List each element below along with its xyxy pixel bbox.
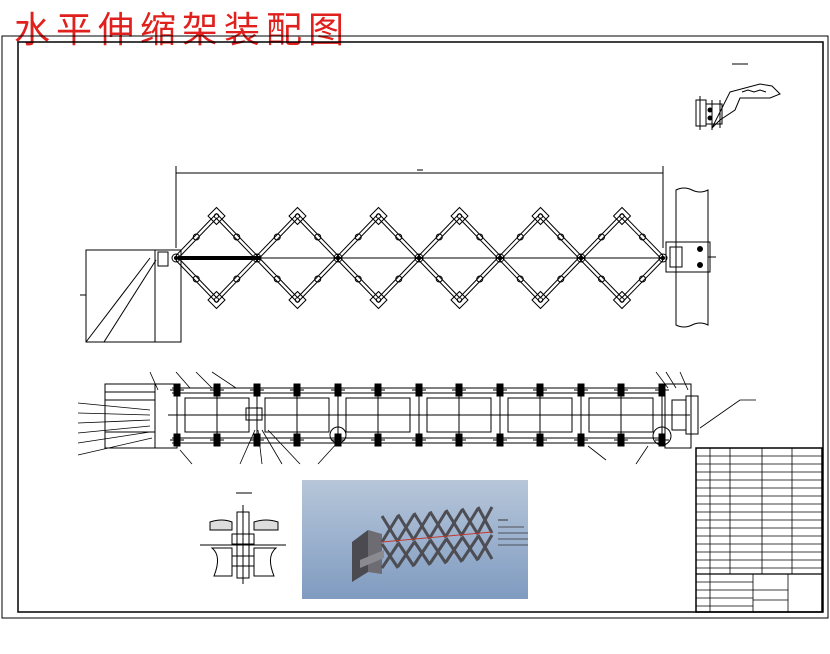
leader-lines (77, 371, 756, 465)
outer-frame (1, 35, 829, 619)
bearing-section-icon (200, 492, 286, 584)
plan-view (104, 383, 699, 449)
left-base-block (80, 249, 182, 343)
drive-rod (178, 256, 260, 260)
scissor-linkage-icon (171, 206, 668, 310)
overall-dimension-line (175, 166, 664, 248)
corner-detail-view (695, 63, 781, 130)
plan-view-links (170, 383, 669, 447)
right-column (665, 187, 716, 328)
title-block-grid-icon (695, 447, 823, 613)
render-3d-panel (302, 480, 528, 599)
drawing-title: 水平伸缩架装配图 (14, 10, 351, 51)
inner-frame (17, 41, 824, 613)
render-3d-image (352, 506, 528, 582)
